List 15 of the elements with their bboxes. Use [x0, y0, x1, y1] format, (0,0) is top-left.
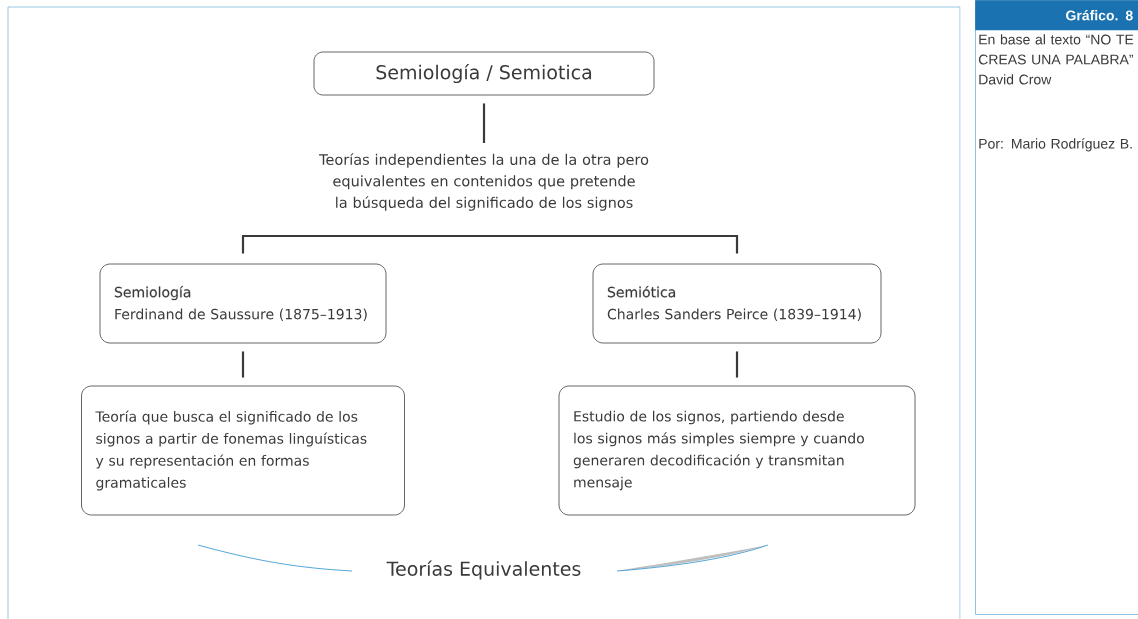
connector-line: [735, 351, 739, 378]
text-box: Teoría que busca el significado de los signos a partir de fonemas linguísticas y su representación en formas gramaticales: [81, 385, 405, 516]
text-box: Semiología Ferdinand de Saussure (1875–1913): [99, 263, 387, 344]
title-box: Semiología / Semiotica: [313, 51, 655, 96]
text-box: Semiótica Charles Sanders Peirce (1839–1914): [592, 263, 882, 344]
text-box: Estudio de los signos, partiendo desde los signos más simples siempre y cuando generaren decodificación y transmitan mensaje: [558, 385, 916, 516]
connector-line: [241, 351, 245, 378]
header-band: Gráfico. 8: [975, 0, 1138, 31]
description-text: Teorías independientes la una de la otra pero equivalentes en contenidos que pretende la búsqueda del significado de los signos: [319, 153, 649, 211]
connector-line: [482, 103, 486, 143]
connector-line: [484, 234, 739, 254]
panel-text: Por: Mario Rodríguez B.: [979, 138, 1132, 152]
caption-text: Teorías Equivalentes: [386, 560, 581, 580]
panel-text: En base al texto “NO TE CREAS UNA PALABRA” David Crow: [978, 34, 1134, 85]
connector-line: [241, 234, 484, 254]
